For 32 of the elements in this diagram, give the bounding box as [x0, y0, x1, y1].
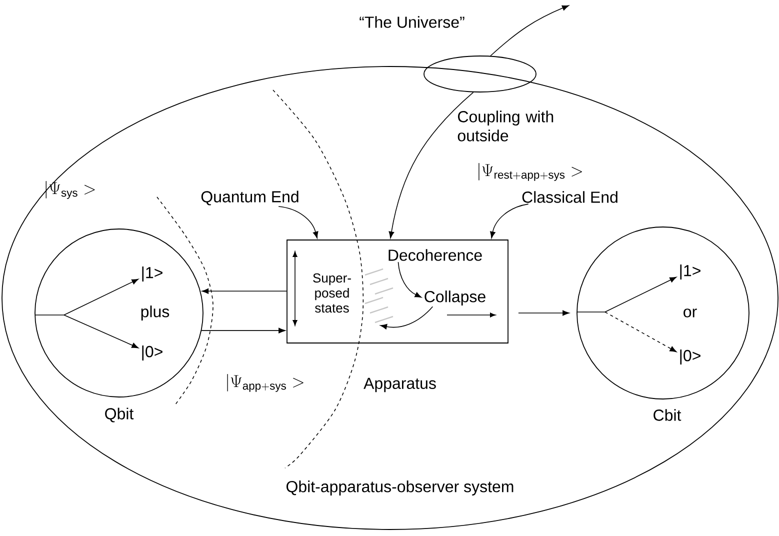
arrow	[380, 306, 434, 330]
arrow	[518, 310, 570, 316]
label-text: $|\Psi_{\mathrm{rest+app+sys}}>$	[478, 163, 582, 181]
node-label: Coupling with outside	[458, 110, 554, 142]
branch-line	[34, 314, 64, 316]
state-label: |1>	[142, 266, 162, 282]
node-label: Apparatus	[364, 378, 436, 392]
state-label: |0>	[680, 350, 700, 364]
state-label: |1>	[680, 264, 700, 280]
hatching-drawing	[364, 268, 394, 324]
process-label: Super-posed states	[313, 273, 351, 313]
arrow	[202, 288, 287, 294]
arrow	[490, 204, 529, 238]
arrow	[388, 92, 474, 238]
label-text: $|\Psi_{\mathrm{sys}}>$	[46, 181, 95, 199]
label-text: “The Universe”	[360, 16, 464, 28]
process-label: Collapse	[424, 290, 486, 306]
arrow	[604, 276, 677, 312]
end-label: Quantum End	[201, 190, 298, 206]
arrow	[201, 328, 286, 334]
arrow	[398, 262, 422, 298]
node-label: Qbit	[105, 408, 134, 422]
arrow	[604, 312, 677, 352]
node-label: Cbit	[654, 409, 682, 421]
end-label: Classical End	[522, 191, 618, 203]
state-label: |0>	[142, 346, 162, 360]
arrow	[64, 278, 139, 316]
arrow	[490, 5, 569, 56]
process-label: Decoherence	[388, 249, 482, 261]
arrow	[64, 314, 138, 348]
arrow	[278, 206, 318, 238]
label-text: $|\Psi_{\mathrm{app+sys}}>$	[227, 374, 304, 392]
